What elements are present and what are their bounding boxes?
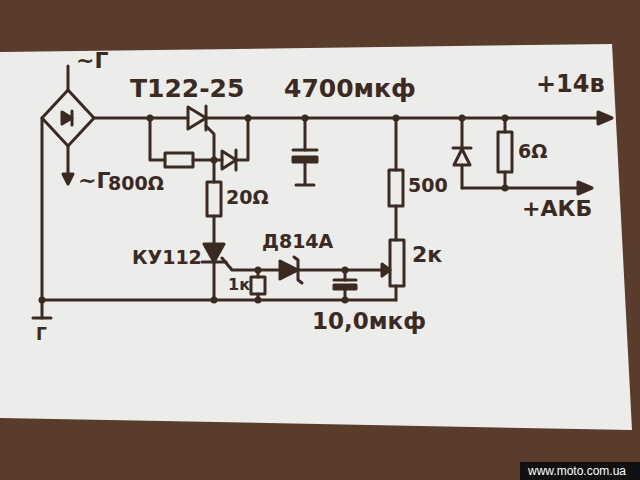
junction-dot — [342, 267, 349, 274]
resistor-symbol — [165, 153, 193, 167]
wire — [298, 269, 383, 272]
wire — [213, 216, 216, 244]
wire — [461, 118, 464, 148]
part-value: 1к — [228, 277, 250, 293]
capacitor-plate — [334, 279, 356, 282]
positive-rail — [94, 117, 188, 120]
wire — [395, 118, 398, 170]
ground-wire — [41, 118, 44, 318]
diode-symbol — [454, 149, 470, 165]
gate-wire — [222, 258, 280, 270]
junction-dots — [39, 115, 509, 304]
junction-dot — [502, 115, 509, 122]
terminal-name: +14в — [536, 72, 605, 96]
junction-dot — [393, 115, 400, 122]
junction-dot — [502, 185, 509, 192]
terminal-name: Г — [36, 326, 47, 343]
battery-wire — [462, 187, 580, 190]
zener-diode-symbol — [280, 261, 298, 279]
junction-dot — [147, 115, 154, 122]
thyristor-symbol — [204, 244, 224, 262]
junction-dot — [211, 297, 218, 304]
junction-dot — [302, 115, 309, 122]
resistor-symbol — [207, 182, 221, 216]
wire — [150, 118, 165, 160]
circuit — [33, 66, 612, 318]
potentiometer-symbol — [390, 240, 404, 286]
junction-dot — [342, 297, 349, 304]
wire — [213, 262, 216, 300]
resistor-symbol — [389, 170, 403, 206]
part-name: Д814А — [262, 232, 333, 251]
arrow-head — [598, 112, 612, 124]
ground-symbol — [33, 317, 51, 320]
thyristor-symbol — [188, 107, 206, 129]
terminal-name: ~Г — [78, 170, 110, 192]
wire — [193, 159, 222, 162]
resistor-symbol — [498, 132, 512, 172]
wire — [395, 206, 398, 240]
bridge-rectifier — [42, 90, 94, 146]
junction-dot — [211, 157, 218, 164]
junction-dot — [245, 115, 252, 122]
wire — [236, 118, 248, 160]
watermark-band — [520, 462, 640, 480]
bridge-diode-bar — [71, 111, 74, 125]
terminal-name: ~Г — [76, 50, 108, 72]
capacitor-plate — [293, 149, 317, 152]
bridge-diode-symbol — [62, 112, 72, 124]
capacitor-lead — [296, 162, 314, 185]
paper-sheet — [0, 44, 632, 430]
part-name: Т122-25 — [130, 76, 244, 101]
part-value: 10,0мкф — [312, 310, 426, 333]
watermark: www.moto.com.ua — [528, 465, 626, 477]
part-value: 20Ω — [226, 188, 269, 207]
arrow-head — [63, 174, 73, 184]
part-value: 4700мкф — [284, 76, 416, 101]
junction-dot — [39, 297, 46, 304]
wire — [304, 118, 307, 150]
ac-input-wire — [67, 66, 70, 90]
part-name: КУ112 — [132, 248, 202, 267]
junction-dot — [255, 297, 262, 304]
part-value: 500 — [408, 176, 448, 195]
resistor-symbol — [251, 277, 265, 294]
diode-bar — [453, 147, 471, 150]
part-value: 2к — [412, 244, 442, 266]
junction-dot — [459, 115, 466, 122]
ac-input-wire — [67, 146, 70, 176]
arrow-head — [578, 182, 592, 194]
diode-symbol — [222, 151, 236, 169]
positive-rail — [206, 117, 600, 120]
terminal-name: +АКБ — [522, 198, 592, 220]
wire — [461, 165, 464, 188]
part-value: 6Ω — [518, 142, 547, 161]
junction-dot — [255, 267, 262, 274]
part-value: 800Ω — [108, 174, 164, 193]
gate-wire — [206, 126, 214, 160]
wire — [395, 286, 398, 300]
